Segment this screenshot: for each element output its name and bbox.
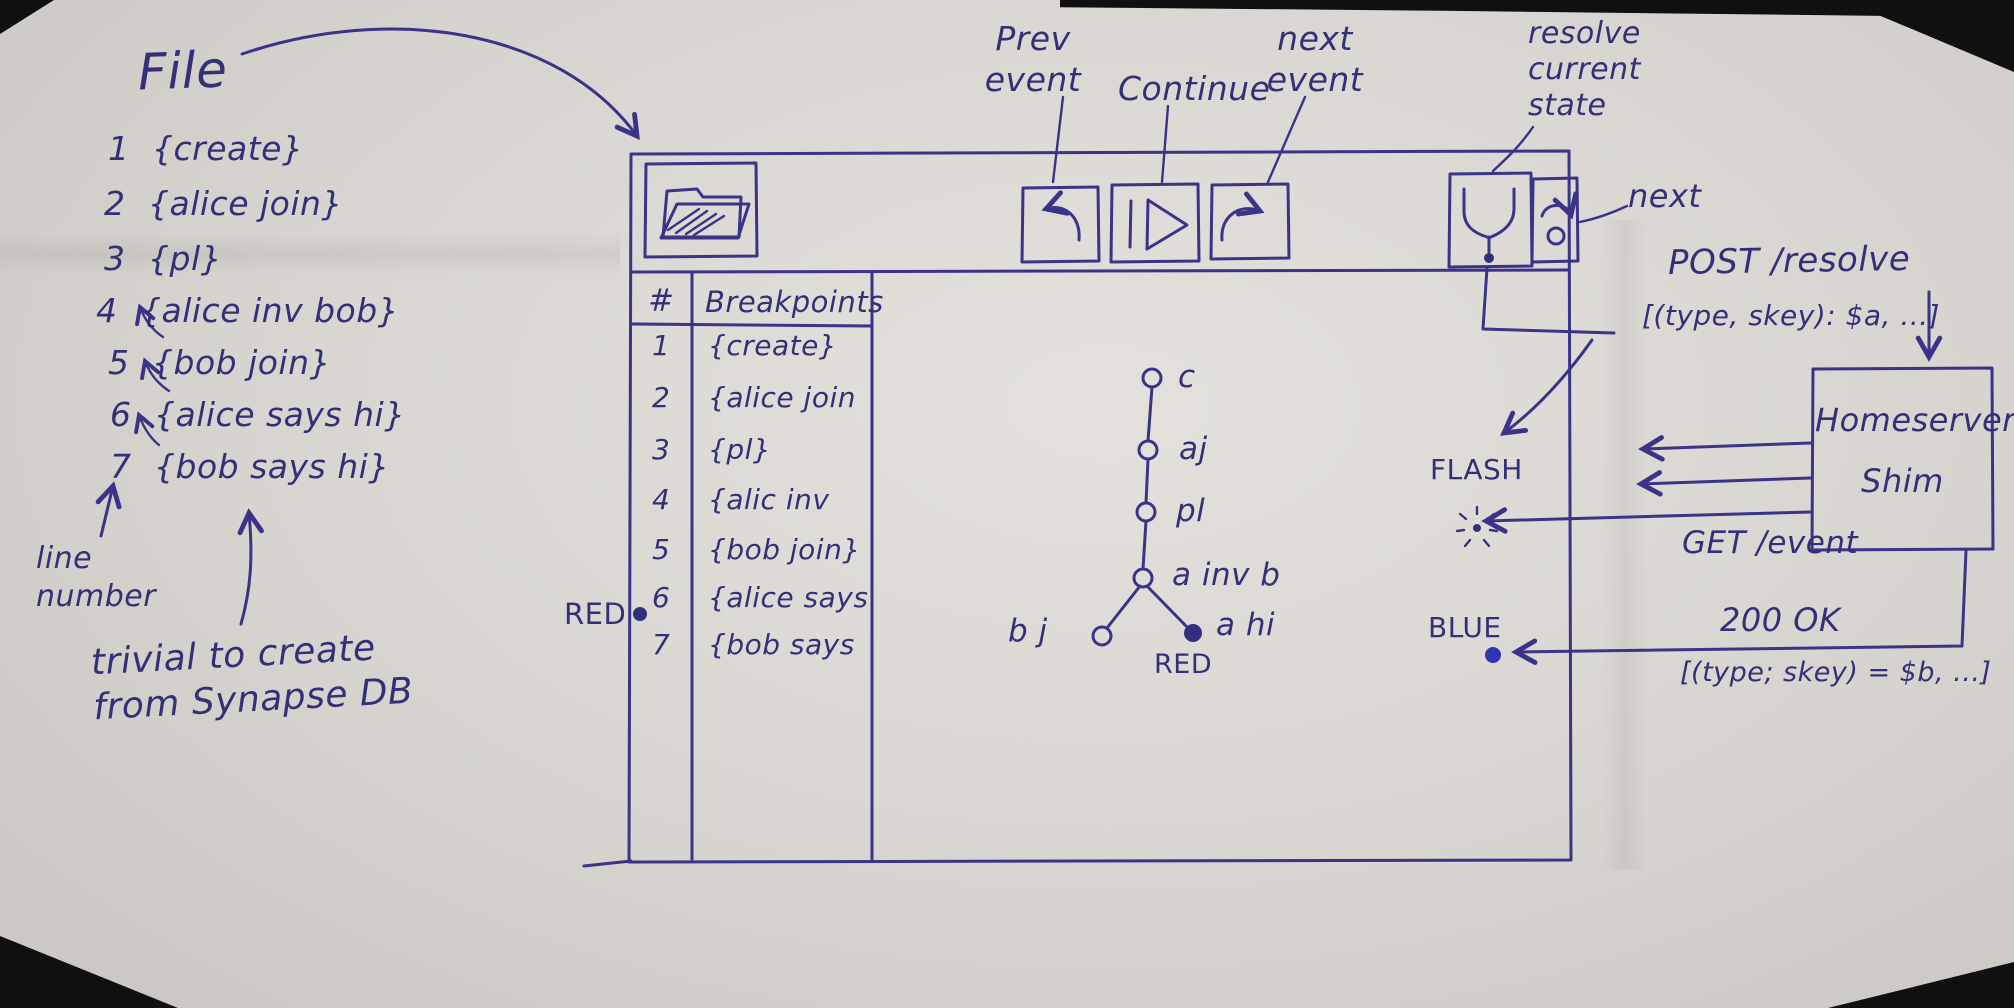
breakpoint-text: {alic inv <box>708 483 830 516</box>
breakpoint-text: {alice join <box>708 381 856 414</box>
flash-icon <box>1455 505 1499 548</box>
file-line-number: 1 <box>108 129 130 168</box>
file-line-text: {pl} <box>148 239 223 278</box>
post-resolve-label: POST /resolve <box>1667 238 1911 284</box>
open-file-icon <box>643 161 759 259</box>
breakpoint-text: {bob join} <box>708 533 861 566</box>
file-line-text: {create} <box>152 129 304 168</box>
breakpoint-red-label: RED <box>564 597 627 631</box>
shim-response-arrows <box>1636 435 1813 497</box>
next-state-button-icon <box>1530 176 1580 264</box>
file-line-number: 7 <box>110 447 132 486</box>
dag-node-alice-hi-red <box>1184 624 1202 642</box>
ok-response-arrow <box>1511 549 1968 665</box>
breakpoint-row: 1 {create} <box>652 328 837 363</box>
file-line: 7 {bob says hi} <box>110 446 390 487</box>
breakpoint-row: 5 {bob join} <box>652 532 861 567</box>
file-line-number: 6 <box>110 395 132 434</box>
get-event-arrow <box>1481 507 1813 534</box>
file-line-text: {alice join} <box>148 184 343 223</box>
file-to-window-arrow <box>240 27 640 140</box>
file-title: File <box>137 40 229 102</box>
file-line-text: {bob join} <box>152 343 332 382</box>
breakpoint-line-number: 6 <box>652 581 671 614</box>
file-line-number: 2 <box>104 184 126 223</box>
ok-label: 200 OK <box>1720 601 1841 639</box>
dag-node-alice-join <box>1137 439 1159 461</box>
prev-event-label: Prev event <box>984 19 1082 100</box>
breakpoint-row: 2 {alice join <box>652 380 856 415</box>
dag-label-alice-hi: a hi <box>1216 607 1276 643</box>
breakpoint-red-dot <box>633 607 647 621</box>
dag-node-bob-join <box>1091 625 1113 647</box>
breakpoints-col-num: # <box>648 283 675 319</box>
file-line-number: 5 <box>108 343 130 382</box>
breakpoint-line-number: 2 <box>652 381 671 414</box>
dag-node-alice-inv-bob <box>1132 567 1154 589</box>
response-into-window-arrow <box>1500 338 1594 436</box>
breakpoints-table-grid <box>629 270 874 861</box>
dag-red-label: RED <box>1154 649 1213 680</box>
line-number-label: line number <box>36 541 157 614</box>
blue-dot <box>1485 647 1501 663</box>
homeserver-shim-box <box>1810 366 1995 552</box>
breakpoint-line-number: 1 <box>652 329 671 362</box>
continue-label: Continue <box>1118 69 1271 108</box>
note-arrow <box>237 508 264 626</box>
breakpoint-text: {create} <box>708 329 838 362</box>
breakpoint-line-number: 7 <box>652 628 671 661</box>
file-line: 5 {bob join} <box>108 342 331 383</box>
synapse-note: trivial to create from Synapse DB <box>89 627 415 729</box>
file-line: 4 {alice inv bob} <box>96 290 399 331</box>
event-dag <box>1091 367 1202 647</box>
toolbar-label-leaders <box>1051 95 1629 224</box>
continue-button-icon <box>1109 182 1201 264</box>
homeserver-shim-label: Homeserver Shim <box>1815 401 2014 500</box>
breakpoint-row: 3 {pl} <box>652 432 771 467</box>
file-line-text: {bob says hi} <box>154 447 390 486</box>
get-event-label: GET /event <box>1682 525 1859 561</box>
next-state-label: next <box>1628 177 1702 215</box>
resolve-to-post-line <box>1481 266 1616 335</box>
next-event-button-icon <box>1209 182 1291 261</box>
resolve-state-button-icon <box>1447 171 1534 269</box>
breakpoint-text: {pl} <box>708 433 772 466</box>
resolve-state-label: resolve current state <box>1528 16 1641 123</box>
dag-node-create <box>1141 367 1163 389</box>
file-line-text: {alice says hi} <box>154 395 406 434</box>
breakpoint-text: {bob says <box>708 628 855 661</box>
file-line-curl-arrows <box>134 303 171 447</box>
file-line: 3 {pl} <box>104 238 222 279</box>
file-line: 1 {create} <box>108 128 303 169</box>
post-payload-label: [(type, skey): $a, ...] <box>1642 299 1940 332</box>
breakpoint-row: 6 {alice says <box>652 580 868 615</box>
file-line: 2 {alice join} <box>104 183 343 224</box>
dag-label-pl: pl <box>1176 493 1206 529</box>
file-line-number: 4 <box>96 291 118 330</box>
dag-label-bob-join: b j <box>1008 613 1048 649</box>
breakpoint-line-number: 3 <box>652 433 671 466</box>
next-event-label: next event <box>1266 19 1364 100</box>
breakpoint-line-number: 4 <box>652 483 671 516</box>
file-line-number: 3 <box>104 239 126 278</box>
breakpoint-row: 4 {alic inv <box>652 482 829 517</box>
breakpoints-col-name: Breakpoints <box>705 285 884 319</box>
dag-node-pl <box>1135 501 1157 523</box>
file-line-text: {alice inv bob} <box>140 291 400 330</box>
dag-label-alice-join: aj <box>1179 431 1208 467</box>
breakpoint-text: {alice says <box>708 581 869 614</box>
breakpoint-row: 7 {bob says <box>652 627 855 662</box>
dag-label-create: c <box>1178 359 1196 395</box>
blue-label: BLUE <box>1428 611 1502 644</box>
file-line: 6 {alice says hi} <box>110 394 406 435</box>
ok-payload-label: [(type; skey) = $b, ...] <box>1680 657 1992 688</box>
line-number-arrow <box>95 481 122 538</box>
dag-label-alice-inv-bob: a inv b <box>1172 557 1281 593</box>
app-window-frame <box>582 149 1573 868</box>
prev-event-button-icon <box>1020 185 1101 264</box>
flash-label: FLASH <box>1430 453 1523 486</box>
breakpoint-line-number: 5 <box>652 533 671 566</box>
